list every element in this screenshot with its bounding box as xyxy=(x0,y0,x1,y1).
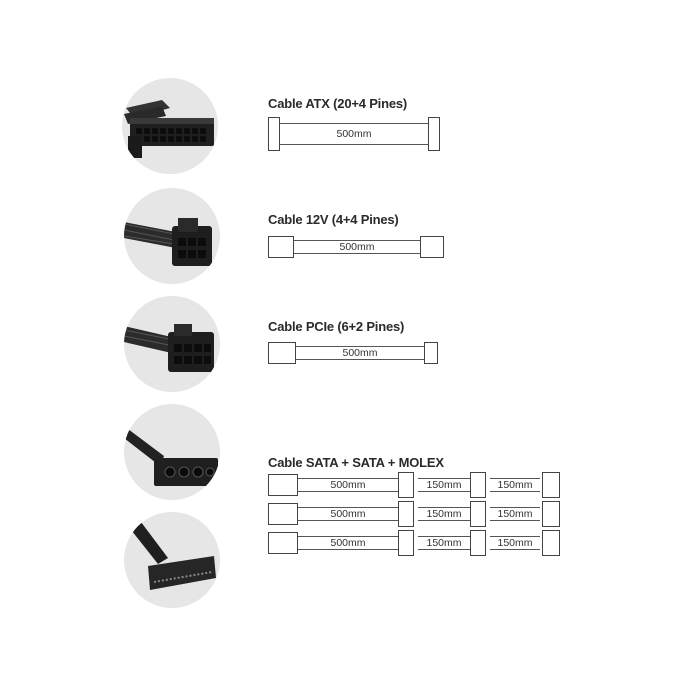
atx-wire: 500mm xyxy=(280,123,428,145)
segment-label: 150mm xyxy=(426,508,462,520)
12v-wire: 500mm xyxy=(294,240,420,254)
segment-label: 150mm xyxy=(426,537,462,549)
12v-connector-left xyxy=(268,236,294,258)
segment-150a-row3: 150mm xyxy=(418,536,470,550)
cable-pcie-title: Cable PCIe (6+2 Pines) xyxy=(268,319,405,334)
pcie-connector-left xyxy=(268,342,296,364)
sata-plug-row3-b xyxy=(470,530,486,556)
sata-plug-row2-b xyxy=(470,501,486,527)
cable-atx-title: Cable ATX (20+4 Pines) xyxy=(268,96,408,111)
sata-connector-photo xyxy=(124,512,220,608)
12v-connector-right xyxy=(420,236,444,258)
segment-label: 500mm xyxy=(330,537,366,549)
sata-plug-row1-a xyxy=(398,472,414,498)
segment-150a-row1: 150mm xyxy=(418,478,470,492)
atx-connector-photo xyxy=(122,78,218,174)
segment-500-row2: 500mm xyxy=(298,507,398,521)
cable-12v-title: Cable 12V (4+4 Pines) xyxy=(268,212,399,227)
sata-plug-row1-b xyxy=(470,472,486,498)
segment-label: 150mm xyxy=(426,479,462,491)
cable-sata-molex-title: Cable SATA + SATA + MOLEX xyxy=(268,455,444,470)
segment-150a-row2: 150mm xyxy=(418,507,470,521)
molex-connector-row1 xyxy=(268,474,298,496)
pcie-connector-photo xyxy=(124,296,220,392)
sata-plug-row3-c xyxy=(542,530,560,556)
sata-plug-row2-a xyxy=(398,501,414,527)
segment-label: 500mm xyxy=(330,508,366,520)
molex-connector-row3 xyxy=(268,532,298,554)
molex-connector-row2 xyxy=(268,503,298,525)
molex-connector-photo xyxy=(124,404,220,500)
segment-label: 150mm xyxy=(497,508,533,520)
segment-label: 150mm xyxy=(497,537,533,549)
atx-connector-right xyxy=(428,117,440,151)
12v-length-label: 500mm xyxy=(339,241,375,253)
pcie-wire: 500mm xyxy=(296,346,424,360)
segment-150b-row3: 150mm xyxy=(490,536,540,550)
sata-plug-row1-c xyxy=(542,472,560,498)
segment-label: 500mm xyxy=(330,479,366,491)
sata-plug-row3-a xyxy=(398,530,414,556)
sata-plug-row2-c xyxy=(542,501,560,527)
atx-connector-left xyxy=(268,117,280,151)
eps-connector-photo xyxy=(124,188,220,284)
pcie-length-label: 500mm xyxy=(342,347,378,359)
segment-500-row1: 500mm xyxy=(298,478,398,492)
segment-150b-row1: 150mm xyxy=(490,478,540,492)
segment-500-row3: 500mm xyxy=(298,536,398,550)
segment-label: 150mm xyxy=(497,479,533,491)
atx-length-label: 500mm xyxy=(336,128,372,140)
segment-150b-row2: 150mm xyxy=(490,507,540,521)
pcie-connector-right xyxy=(424,342,438,364)
